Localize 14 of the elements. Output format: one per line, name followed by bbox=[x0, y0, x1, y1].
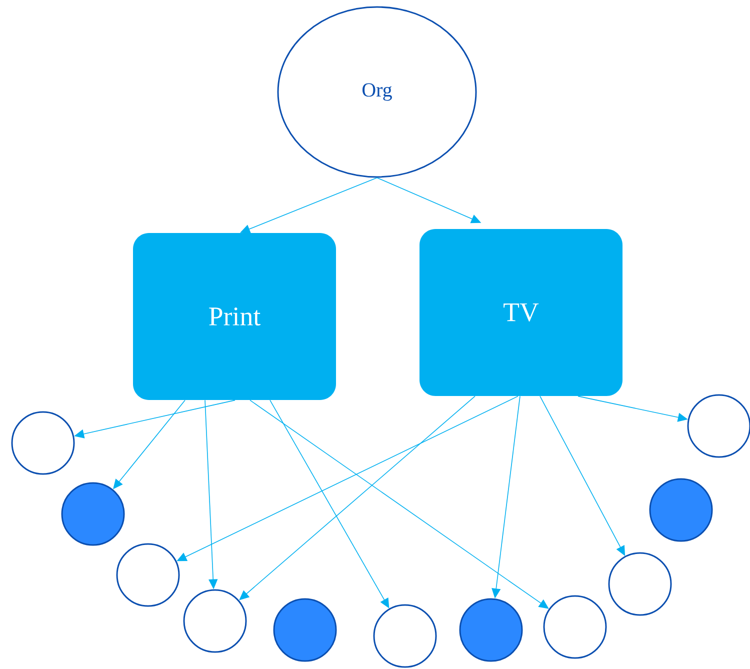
circle-node bbox=[183, 589, 247, 653]
process-box: Print bbox=[133, 233, 336, 400]
process-box: TV bbox=[420, 229, 622, 396]
circle-node bbox=[61, 482, 125, 546]
circle-node bbox=[543, 595, 607, 659]
circle-node bbox=[459, 598, 523, 662]
circle-node bbox=[11, 411, 75, 475]
ellipse-node: Org bbox=[277, 6, 477, 178]
circle-node bbox=[373, 604, 437, 668]
arrow bbox=[250, 400, 549, 609]
circle-node bbox=[273, 598, 337, 662]
circle-node bbox=[608, 552, 672, 616]
circle-node bbox=[116, 543, 180, 607]
circle-node bbox=[649, 478, 713, 542]
